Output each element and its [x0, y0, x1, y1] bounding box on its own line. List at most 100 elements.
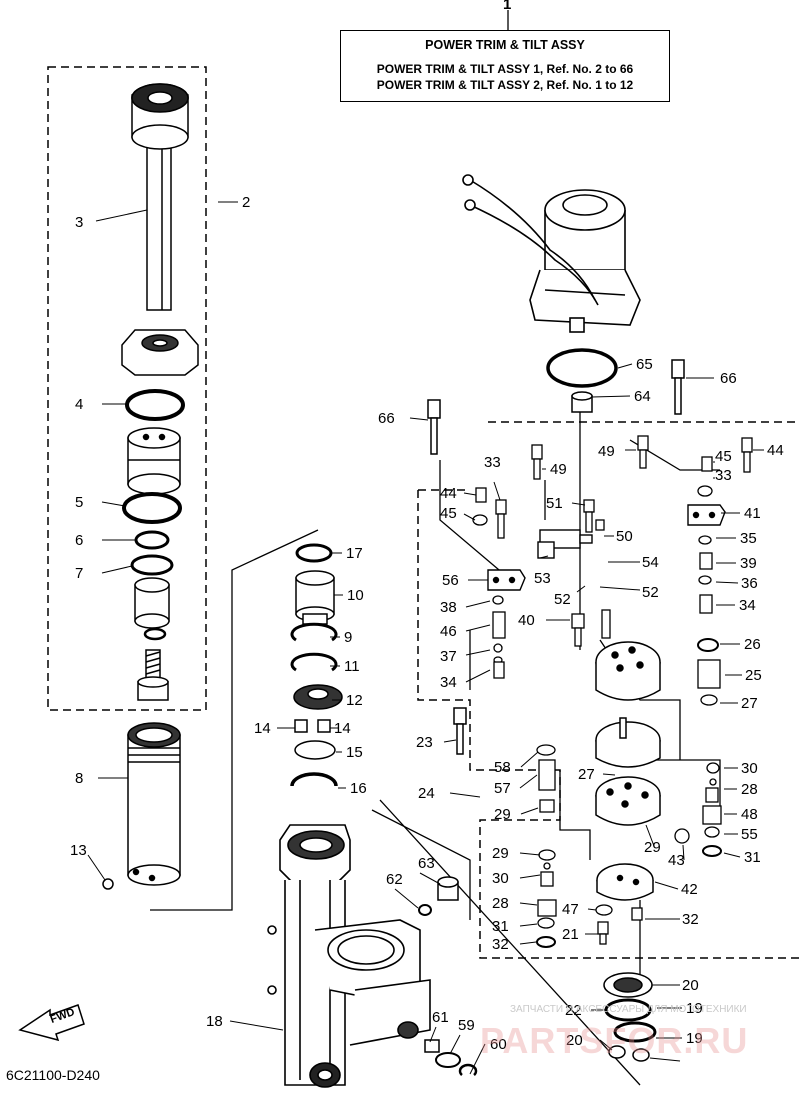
callout-50: 50 — [616, 528, 633, 545]
callout-42: 42 — [681, 881, 698, 898]
watermark-site: PARTSFOR.RU — [480, 1020, 749, 1061]
part-6-ring — [134, 530, 170, 550]
valve-body — [595, 641, 661, 901]
part-64-filter — [571, 391, 593, 413]
callout-56: 56 — [442, 572, 459, 589]
part-54-switch — [537, 529, 593, 559]
part-3-tilt-rod — [131, 83, 189, 311]
part-4-o-ring — [125, 389, 185, 421]
callout-38: 38 — [440, 599, 457, 616]
callout-18: 18 — [206, 1013, 223, 1030]
callout-51: 51 — [546, 495, 563, 512]
callout-25: 25 — [745, 667, 762, 684]
part-valve-piece — [134, 577, 170, 629]
mid-column-parts — [290, 543, 343, 787]
part-5-o-ring — [122, 492, 182, 524]
bottom-rings — [603, 972, 657, 1062]
callout-29: 29 — [492, 845, 509, 862]
pump-motor — [462, 174, 641, 333]
callout-14: 14 — [254, 720, 271, 737]
callout-35: 35 — [740, 530, 757, 547]
callout-21: 21 — [562, 926, 579, 943]
callout-8: 8 — [75, 770, 83, 787]
callout-59: 59 — [458, 1017, 475, 1034]
callout-2: 2 — [242, 194, 250, 211]
callout-64: 64 — [634, 388, 651, 405]
callout-16: 16 — [350, 780, 367, 797]
part-cap-nut — [121, 329, 199, 376]
callout-31: 31 — [744, 849, 761, 866]
small-bolts — [472, 435, 753, 945]
part-13-ball — [102, 878, 114, 890]
part-8-cylinder — [127, 722, 181, 886]
callout-44: 44 — [440, 485, 457, 502]
fwd-arrow-icon — [18, 1004, 85, 1042]
callout-17: 17 — [346, 545, 363, 562]
callout-30: 30 — [492, 870, 509, 887]
callout-65: 65 — [636, 356, 653, 373]
frame-lines — [150, 10, 721, 1086]
callout-52: 52 — [642, 584, 659, 601]
small-valve-parts — [492, 535, 722, 948]
callout-4: 4 — [75, 396, 83, 413]
callout-19: 19 — [686, 1030, 703, 1047]
callout-40: 40 — [518, 612, 535, 629]
callout-43: 43 — [668, 852, 685, 869]
callout-66: 66 — [720, 370, 737, 387]
callout-49: 49 — [550, 461, 567, 478]
callout-22: 22 — [565, 1002, 582, 1019]
assembly-line-1: POWER TRIM & TILT ASSY 1, Ref. No. 2 to … — [376, 62, 634, 76]
callout-15: 15 — [346, 744, 363, 761]
callout-57: 57 — [494, 780, 511, 797]
part-bolt — [137, 649, 169, 701]
callout-3: 3 — [75, 214, 83, 231]
callout-14: 14 — [334, 720, 351, 737]
callout-27: 27 — [741, 695, 758, 712]
callout-44: 44 — [767, 442, 784, 459]
callout-39: 39 — [740, 555, 757, 572]
callout-29: 29 — [644, 839, 661, 856]
callout-7: 7 — [75, 565, 83, 582]
callout-46: 46 — [440, 623, 457, 640]
part-piston — [127, 427, 181, 495]
callout-32: 32 — [682, 911, 699, 928]
callout-26: 26 — [744, 636, 761, 653]
callout-24: 24 — [418, 785, 435, 802]
callout-23: 23 — [416, 734, 433, 751]
assembly-title: POWER TRIM & TILT ASSY — [425, 38, 585, 52]
callout-54: 54 — [642, 554, 659, 571]
part-65-o-ring — [546, 348, 618, 388]
callout-28: 28 — [741, 781, 758, 798]
callout-55: 55 — [741, 826, 758, 843]
part-7-ring — [130, 554, 174, 576]
callout-13: 13 — [70, 842, 87, 859]
assembly-title-box: POWER TRIM & TILT ASSY POWER TRIM & TILT… — [340, 30, 670, 102]
callout-52: 52 — [554, 591, 571, 608]
parts-fittings — [418, 876, 478, 1076]
assembly-ref-number: 1 — [503, 0, 512, 13]
callout-45: 45 — [715, 448, 732, 465]
callout-37: 37 — [440, 648, 457, 665]
callout-34: 34 — [739, 597, 756, 614]
callout-33: 33 — [484, 454, 501, 471]
callout-66: 66 — [378, 410, 395, 427]
callout-28: 28 — [492, 895, 509, 912]
callout-32: 32 — [492, 936, 509, 953]
callout-19: 19 — [686, 1000, 703, 1017]
callout-45: 45 — [440, 505, 457, 522]
callout-49: 49 — [598, 443, 615, 460]
callout-29: 29 — [494, 806, 511, 823]
callout-11: 11 — [344, 658, 360, 675]
callout-6: 6 — [75, 532, 83, 549]
callout-leaders — [87, 201, 764, 1075]
diagram-code: 6C21100-D240 — [6, 1067, 100, 1083]
callout-31: 31 — [492, 918, 509, 935]
callout-36: 36 — [741, 575, 758, 592]
callout-27: 27 — [578, 766, 595, 783]
bolts-66 — [427, 359, 685, 755]
sub-assembly-1-box — [47, 66, 207, 711]
callout-41: 41 — [744, 505, 761, 522]
callout-20: 20 — [566, 1032, 583, 1049]
assembly-line-2: POWER TRIM & TILT ASSY 2, Ref. No. 1 to … — [376, 78, 634, 92]
